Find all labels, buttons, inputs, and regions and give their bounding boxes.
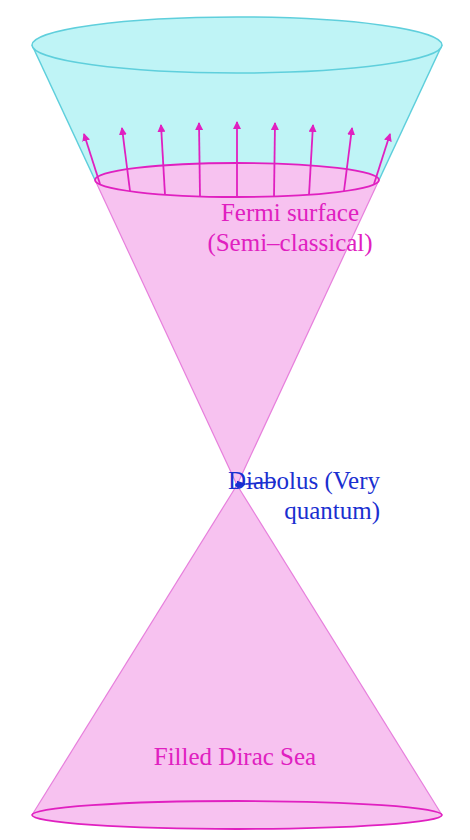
region-label: Filled Dirac Sea [85, 742, 385, 772]
cone-top [32, 17, 442, 73]
dirac-sea [32, 485, 442, 815]
cone-bottom [32, 801, 442, 829]
fermi-arrows [84, 122, 390, 197]
region-label: Fermi surface (Semi–classical) [185, 198, 395, 258]
point-label: Diabolus (Very quantum) [188, 466, 380, 526]
